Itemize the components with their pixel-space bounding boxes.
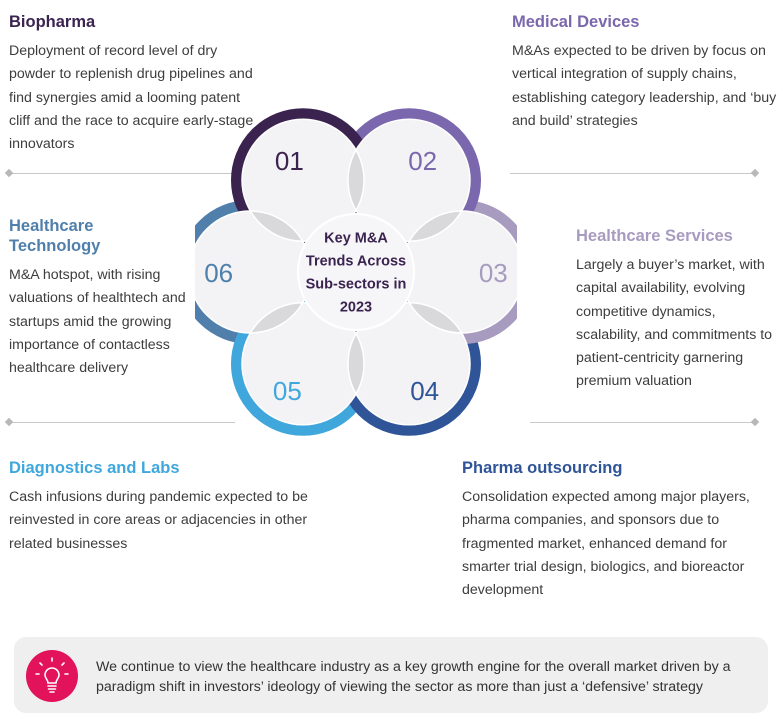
overlap-lens — [408, 302, 463, 334]
center-title-line: Key M&A — [324, 231, 388, 247]
flower-diagram: 01 02 03 04 05 06 Key M&A Trends AcrossSub-sec… — [195, 108, 517, 436]
center-title-line: 2023 — [340, 300, 372, 316]
divider-dot — [4, 417, 14, 427]
circle-number-04: 04 — [410, 376, 439, 406]
footer-text: We continue to view the healthcare indus… — [96, 659, 731, 695]
section-title: Healthcare Services — [576, 227, 733, 245]
section-healthcare-services: Healthcare Services Largely a buyer’s ma… — [576, 226, 781, 394]
section-title: Diagnostics and Labs — [9, 459, 180, 477]
divider-top-right — [510, 173, 755, 174]
circle-number-02: 02 — [408, 146, 437, 176]
overlap-lens — [249, 302, 304, 334]
divider-dot — [750, 168, 760, 178]
section-biopharma: Biopharma Deployment of record level of … — [9, 12, 259, 156]
lightbulb-icon — [26, 650, 78, 702]
divider-top-left — [10, 173, 235, 174]
center-title-line: Sub-sectors in — [306, 277, 407, 293]
overlap-lens — [249, 210, 304, 242]
divider-bottom-left — [10, 422, 235, 423]
divider-dot — [4, 168, 14, 178]
circle-number-05: 05 — [273, 376, 302, 406]
divider-bottom-right — [530, 422, 755, 423]
footer-note: We continue to view the healthcare indus… — [14, 637, 768, 713]
section-pharma-outsourcing: Pharma outsourcing Consolidation expecte… — [462, 458, 778, 602]
section-text: M&A hotspot, with rising valuations of h… — [9, 267, 186, 377]
overlap-lens — [347, 148, 365, 212]
section-text: Cash infusions during pandemic expected … — [9, 489, 308, 552]
section-text: Largely a buyer’s market, with capital a… — [576, 257, 773, 390]
section-medical-devices: Medical Devices M&As expected to be driv… — [512, 12, 778, 133]
center-title-line: Trends Across — [306, 254, 406, 270]
section-title: Pharma outsourcing — [462, 459, 623, 477]
circle-number-06: 06 — [204, 258, 233, 288]
divider-dot — [750, 417, 760, 427]
overlap-lens — [347, 332, 365, 396]
center-circle — [297, 213, 415, 331]
circle-number-01: 01 — [275, 146, 304, 176]
circle-number-03: 03 — [479, 258, 508, 288]
section-title: Medical Devices — [512, 13, 640, 31]
section-text: Consolidation expected among major playe… — [462, 489, 750, 599]
section-diagnostics: Diagnostics and Labs Cash infusions duri… — [9, 458, 339, 556]
section-title: Healthcare Technology — [9, 217, 101, 255]
section-title: Biopharma — [9, 13, 96, 31]
section-text: Deployment of record level of dry powder… — [9, 43, 254, 153]
overlap-lens — [408, 210, 463, 242]
section-healthcare-technology: Healthcare Technology M&A hotspot, with … — [9, 216, 189, 380]
section-text: M&As expected to be driven by focus on v… — [512, 43, 777, 129]
